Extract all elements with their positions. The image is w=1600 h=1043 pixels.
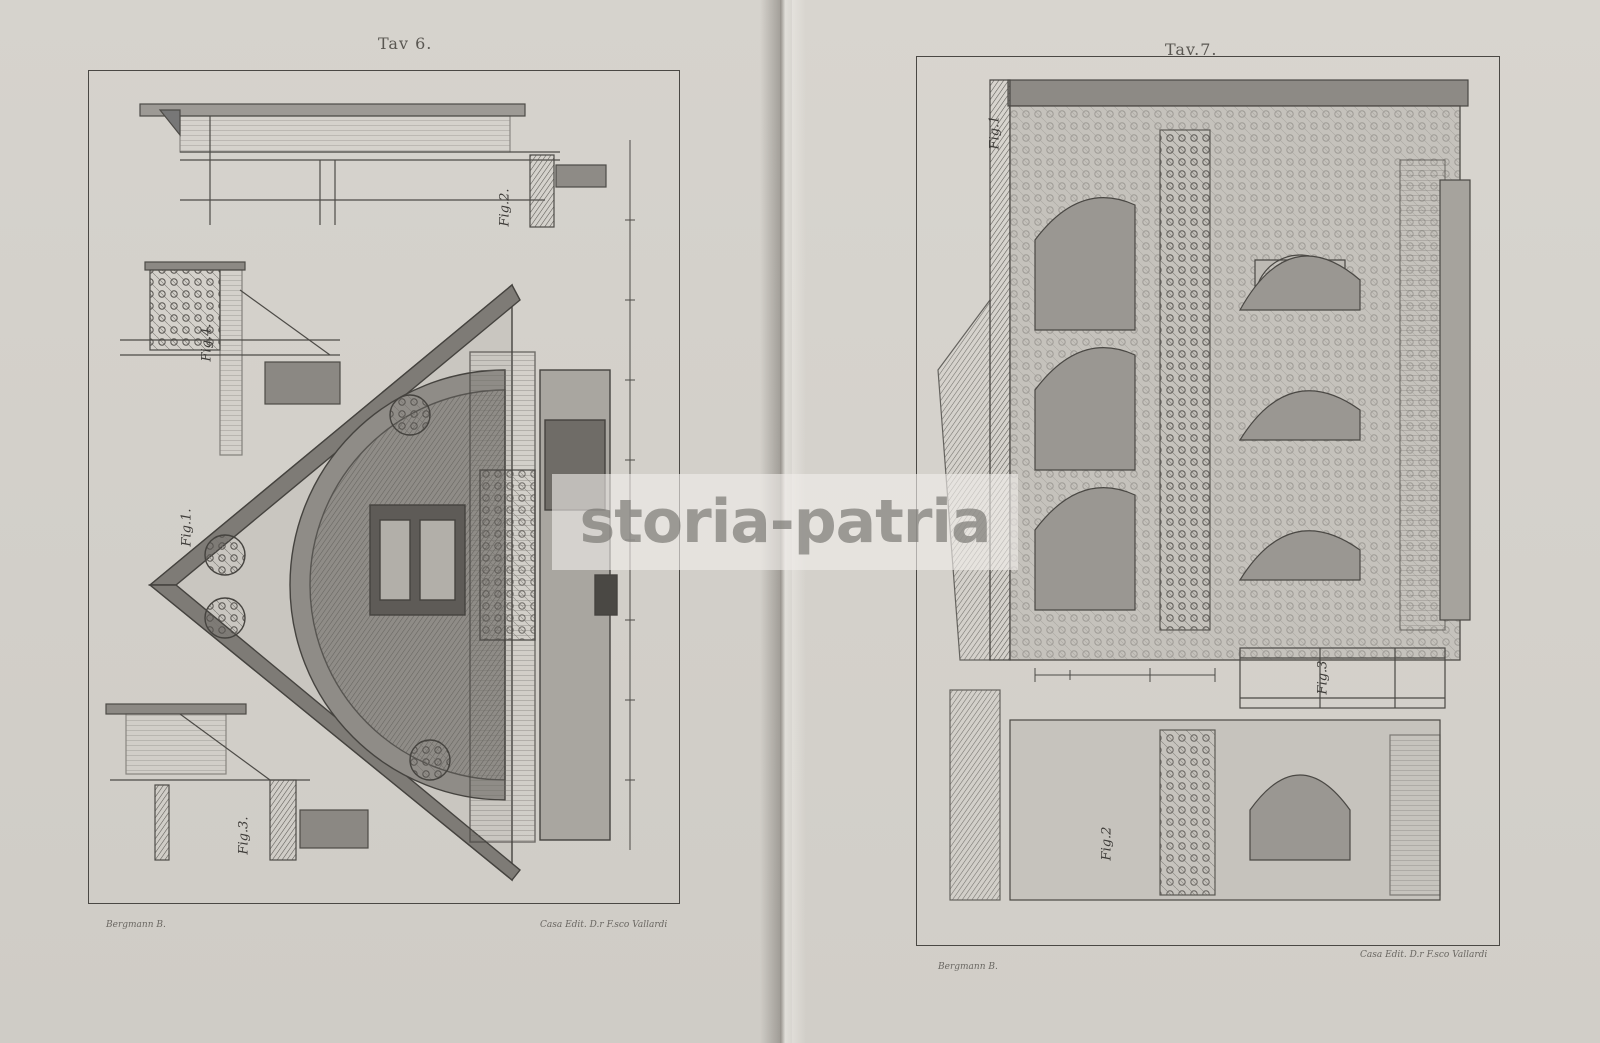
fig2-loggia-elevation bbox=[949, 689, 1441, 901]
left-fig1-label: Fig.1. bbox=[179, 508, 195, 547]
left-fig3-label: Fig.3. bbox=[236, 816, 252, 855]
right-scale-bar bbox=[1034, 668, 1216, 682]
fig2-section-drawing bbox=[139, 103, 607, 228]
right-engraver-credit: Bergmann B. bbox=[938, 962, 998, 972]
fig3-plan-drawing bbox=[1239, 647, 1446, 709]
right-fig3-label: Fig.3 bbox=[1315, 660, 1331, 695]
watermark-text: storia-patria bbox=[579, 487, 992, 557]
left-fig2-label: Fig.2. bbox=[497, 188, 513, 227]
watermark-band bbox=[552, 474, 1018, 570]
right-plate-title: Tav.7. bbox=[1165, 40, 1218, 59]
right-fig2-label: Fig.2 bbox=[1099, 826, 1115, 861]
left-engraver-credit: Bergmann B. bbox=[106, 920, 166, 930]
right-fig1-label: Fig.1 bbox=[987, 115, 1003, 150]
left-fig4-label: Fig.4. bbox=[199, 323, 215, 362]
left-plate-title: Tav 6. bbox=[378, 34, 433, 53]
fig1-loggia-elevation bbox=[937, 79, 1471, 661]
fig3-section-drawing bbox=[105, 703, 369, 861]
fig4-section-drawing bbox=[120, 261, 341, 456]
left-publisher-credit: Casa Edit. D.r F.sco Vallardi bbox=[540, 920, 668, 930]
right-publisher-credit: Casa Edit. D.r F.sco Vallardi bbox=[1360, 950, 1488, 960]
